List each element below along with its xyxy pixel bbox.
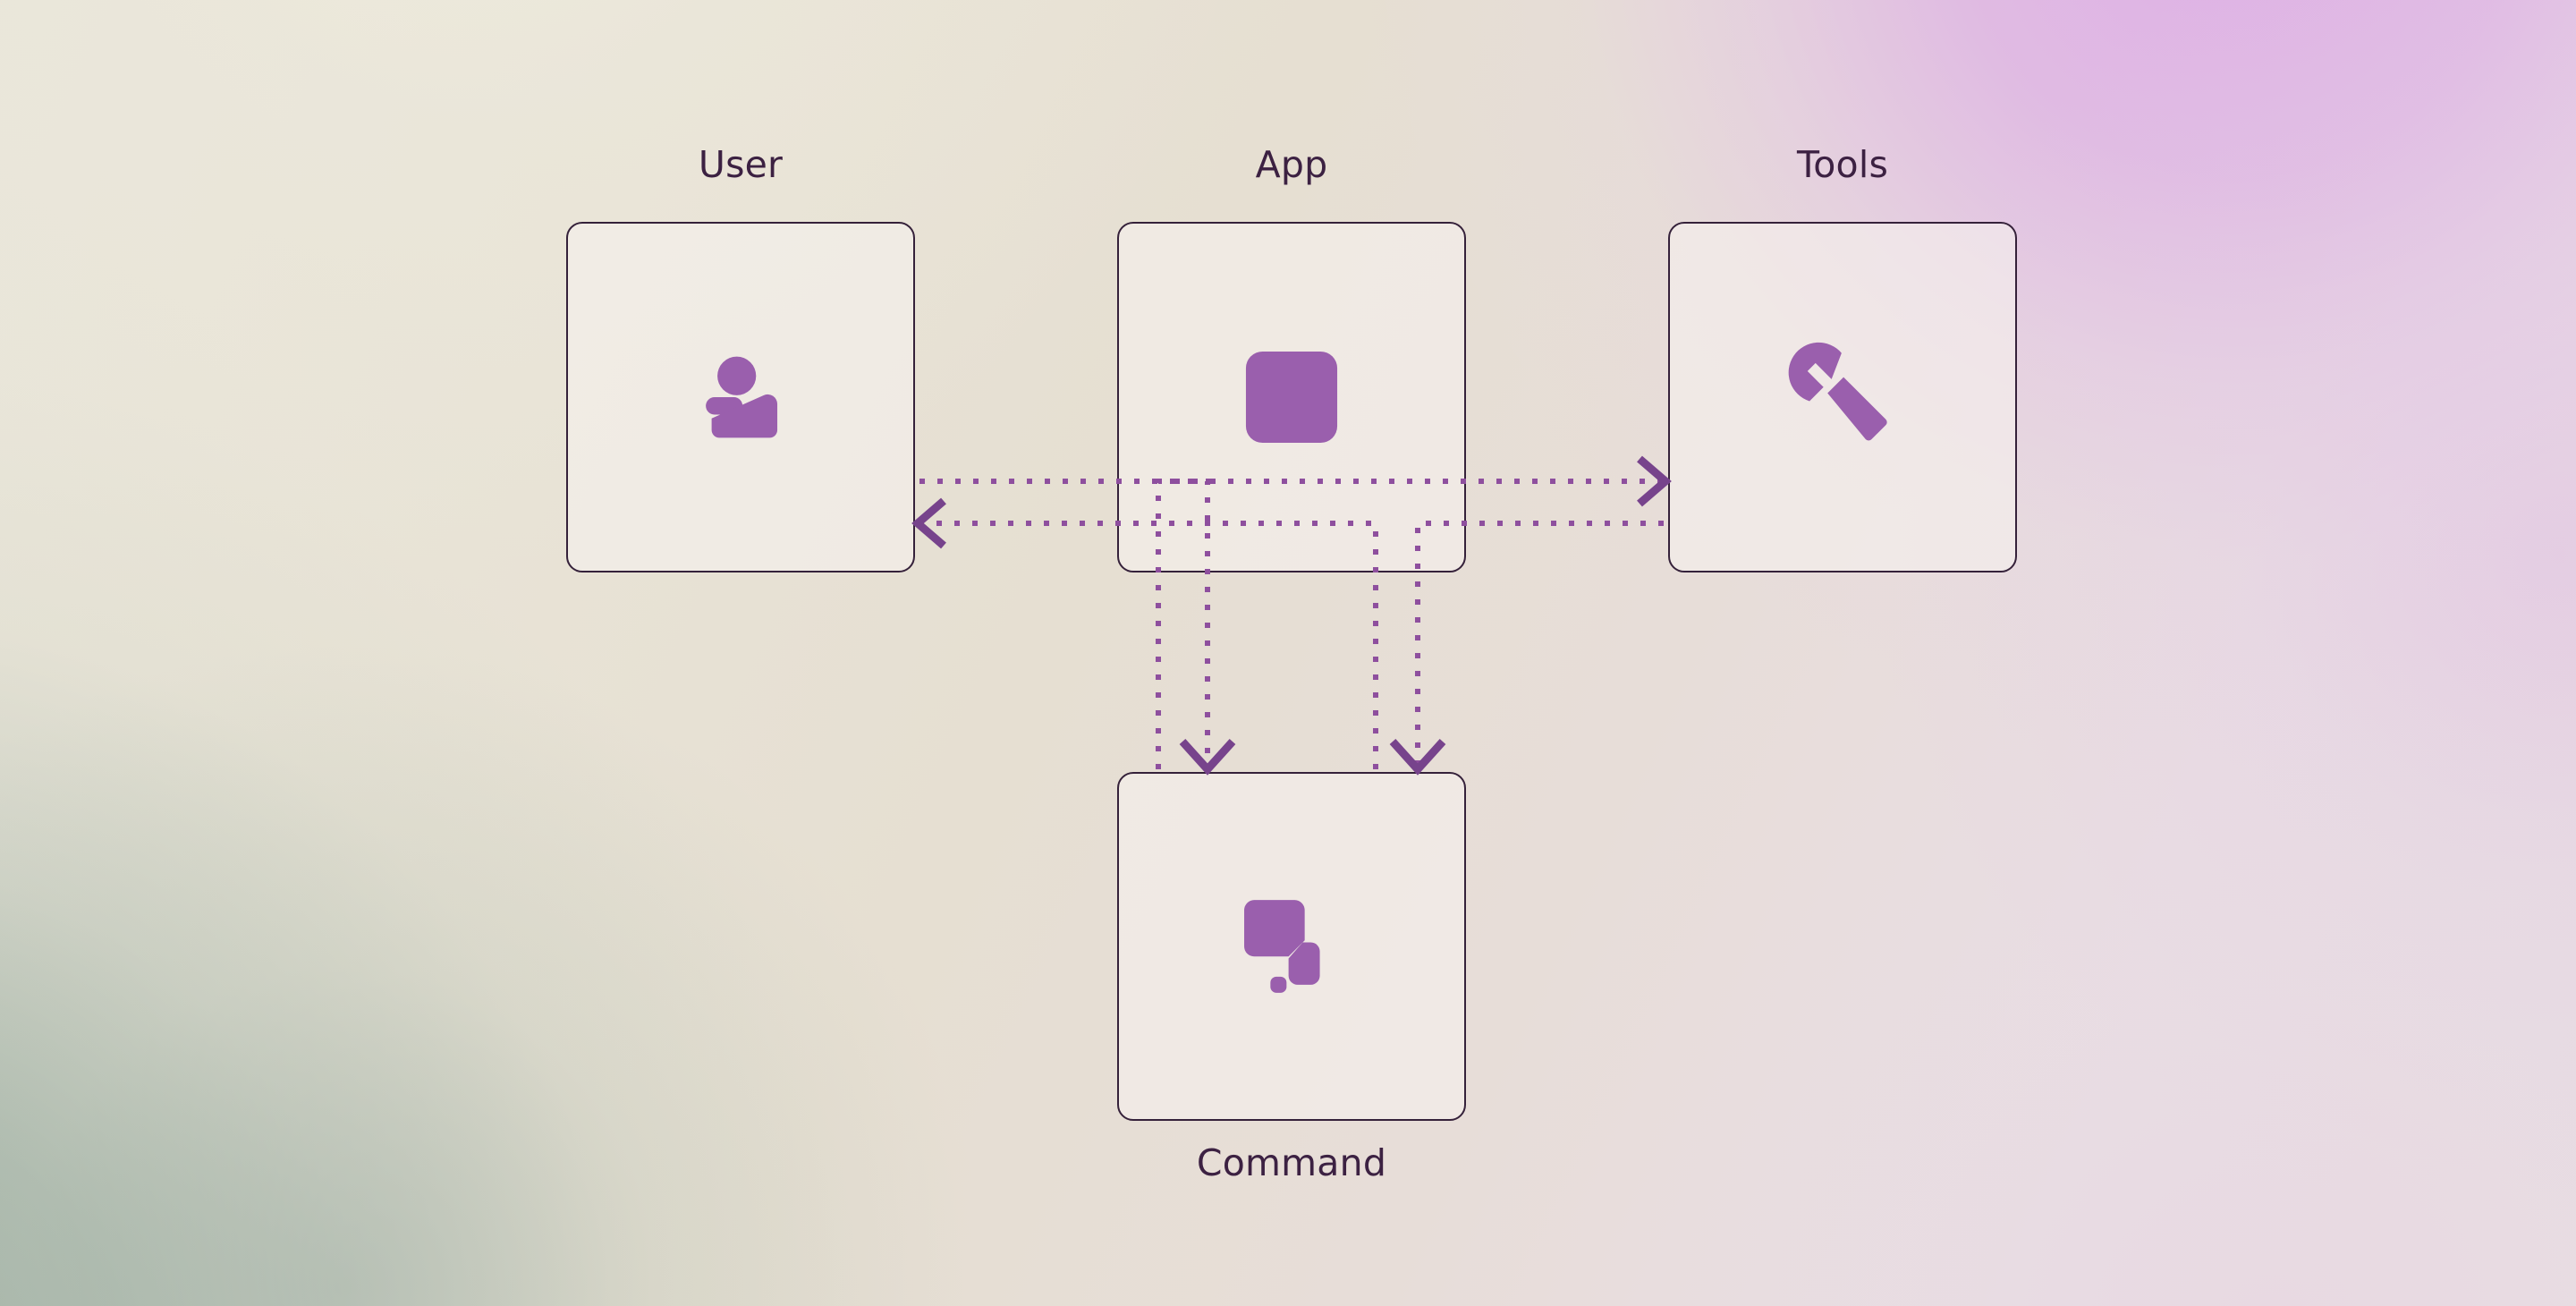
arrowhead-down-icon: [1179, 738, 1236, 776]
node-command[interactable]: [1117, 772, 1466, 1121]
node-user[interactable]: [566, 222, 915, 572]
arrowhead-left-icon: [911, 497, 946, 549]
wrench-icon: [1787, 342, 1898, 447]
node-label-app: App: [1255, 143, 1328, 186]
chat-bubbles-icon: [1236, 892, 1347, 1001]
person-icon: [692, 349, 789, 445]
arrowhead-right-icon: [1637, 455, 1672, 507]
rounded-square-icon: [1240, 345, 1343, 449]
node-app[interactable]: [1117, 222, 1466, 572]
node-label-tools: Tools: [1797, 143, 1888, 186]
node-label-command: Command: [1196, 1141, 1387, 1184]
node-tools[interactable]: [1668, 222, 2017, 572]
node-label-user: User: [698, 143, 784, 186]
arrowhead-down-icon: [1389, 738, 1446, 776]
